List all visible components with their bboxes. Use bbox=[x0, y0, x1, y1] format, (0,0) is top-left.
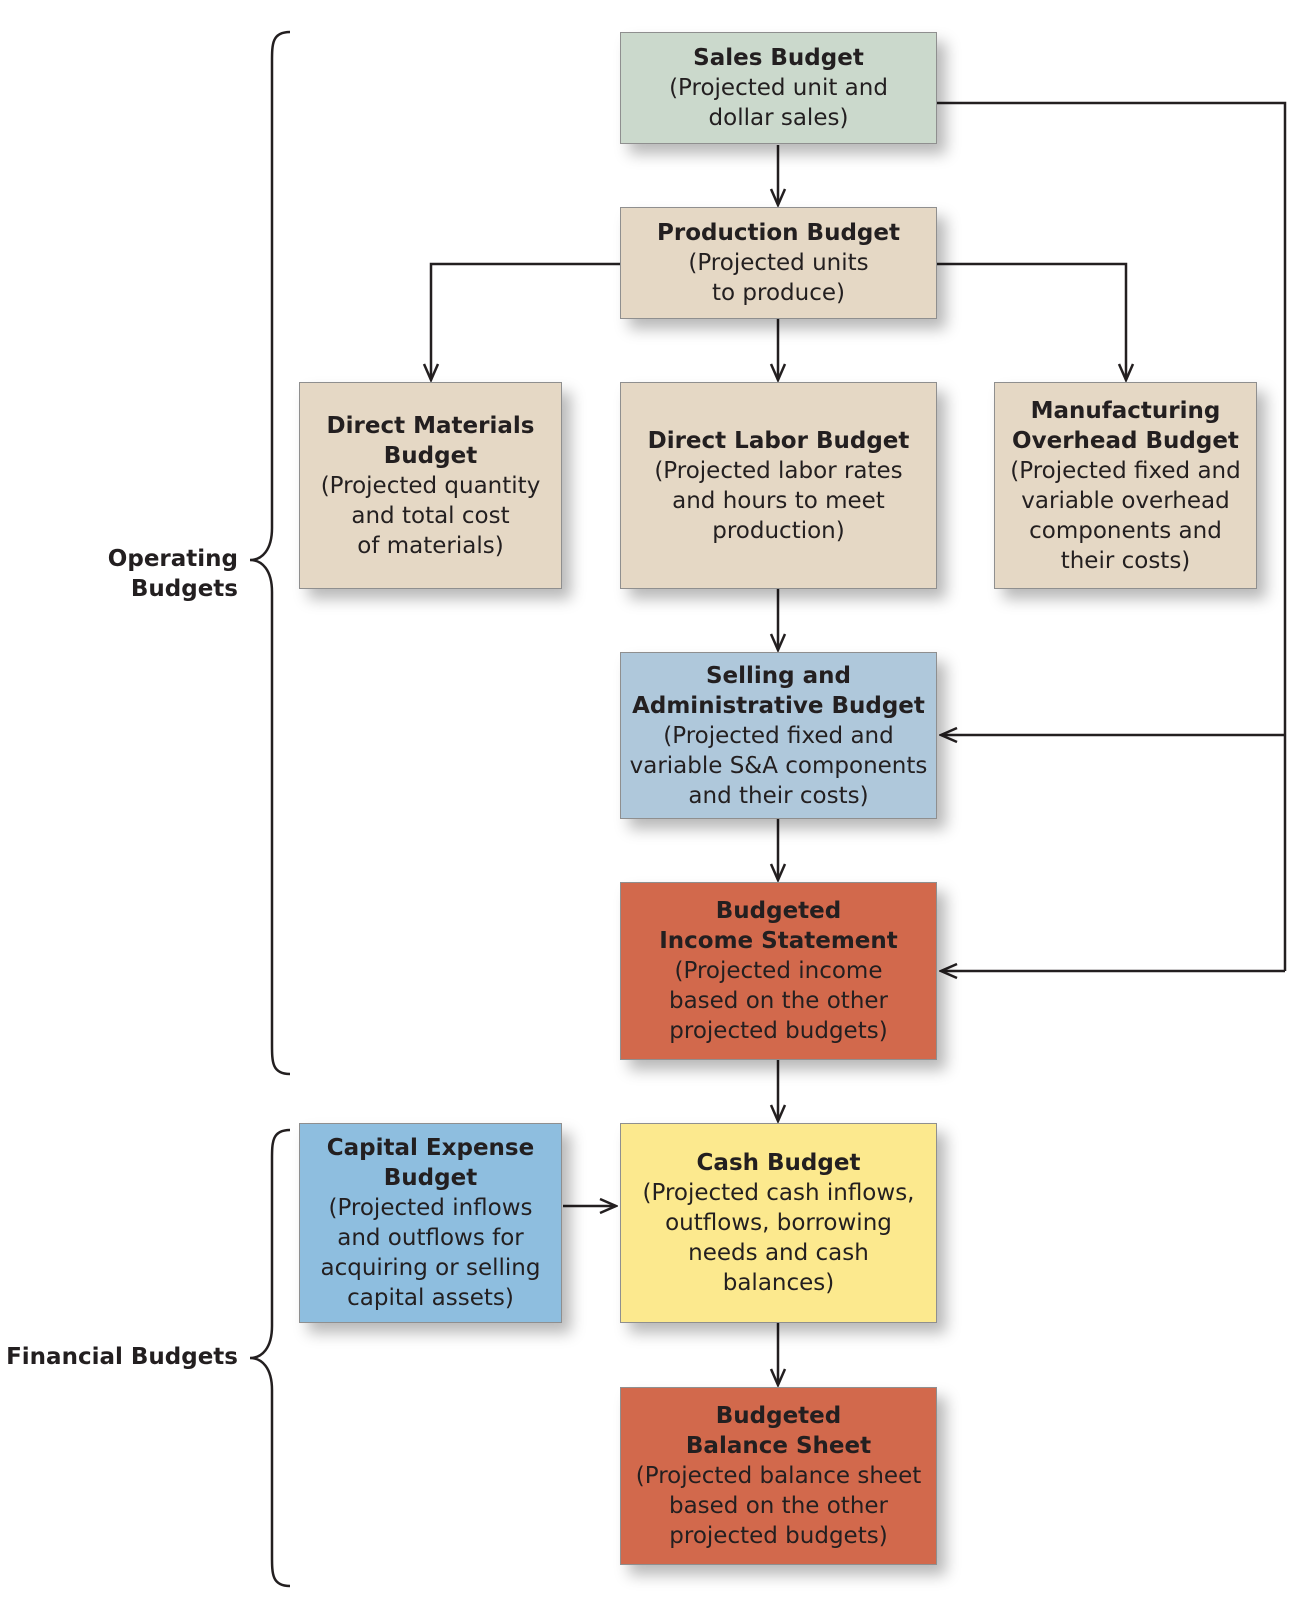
sales-budget-description: (Projected unit and dollar sales) bbox=[669, 75, 888, 131]
capital-expense-budget-title: Capital Expense Budget bbox=[326, 1135, 535, 1191]
cash-budget-description: (Projected cash inflows, outflows, borro… bbox=[642, 1180, 915, 1296]
production-budget-description: (Projected units to produce) bbox=[688, 250, 869, 306]
budgeted-balance-sheet-box: Budgeted Balance Sheet (Projected balanc… bbox=[620, 1387, 937, 1565]
financial-budgets-label: Financial Budgets bbox=[6, 1344, 238, 1370]
selling-admin-budget-description: (Projected fixed and variable S&A compon… bbox=[629, 722, 928, 809]
sales-budget-title: Sales Budget bbox=[693, 45, 864, 71]
line-sales-right-trunk bbox=[937, 101, 1287, 971]
budgeted-income-statement-title: Budgeted Income Statement bbox=[659, 898, 898, 954]
direct-labor-budget-title: Direct Labor Budget bbox=[647, 427, 910, 454]
operating-budgets-brace bbox=[249, 30, 291, 1076]
budgeted-balance-sheet-title: Budgeted Balance Sheet bbox=[685, 1403, 872, 1459]
arrow-production-to-direct-materials bbox=[431, 262, 620, 380]
direct-labor-budget-description: (Projected labor rates and hours to meet… bbox=[654, 457, 903, 544]
manufacturing-overhead-budget-title: Manufacturing Overhead Budget bbox=[1012, 397, 1239, 454]
manufacturing-overhead-budget-description: (Projected fixed and variable overhead c… bbox=[1010, 457, 1241, 574]
financial-budgets-brace bbox=[249, 1128, 291, 1588]
cash-budget-box: Cash Budget (Projected cash inflows, out… bbox=[620, 1123, 937, 1323]
capital-expense-budget-description: (Projected inflows and outflows for acqu… bbox=[320, 1195, 541, 1311]
production-budget-box: Production Budget (Projected units to pr… bbox=[620, 207, 937, 319]
selling-admin-budget-title: Selling and Administrative Budget bbox=[632, 662, 925, 719]
budgeted-income-statement-description: (Projected income based on the other pro… bbox=[668, 958, 889, 1044]
production-budget-title: Production Budget bbox=[657, 220, 900, 246]
direct-materials-budget-description: (Projected quantity and total cost of ma… bbox=[320, 472, 541, 559]
arrow-production-to-overhead bbox=[937, 262, 1126, 380]
manufacturing-overhead-budget-box: Manufacturing Overhead Budget (Projected… bbox=[994, 382, 1257, 589]
selling-admin-budget-box: Selling and Administrative Budget (Proje… bbox=[620, 652, 937, 819]
direct-labor-budget-box: Direct Labor Budget (Projected labor rat… bbox=[620, 382, 937, 589]
capital-expense-budget-box: Capital Expense Budget (Projected inflow… bbox=[299, 1123, 562, 1323]
direct-materials-budget-title: Direct Materials Budget bbox=[326, 412, 535, 469]
sales-budget-box: Sales Budget (Projected unit and dollar … bbox=[620, 32, 937, 144]
operating-budgets-label: Operating Budgets bbox=[107, 546, 238, 602]
direct-materials-budget-box: Direct Materials Budget (Projected quant… bbox=[299, 382, 562, 589]
cash-budget-title: Cash Budget bbox=[696, 1150, 861, 1176]
budgeted-balance-sheet-description: (Projected balance sheet based on the ot… bbox=[635, 1463, 922, 1549]
budgeted-income-statement-box: Budgeted Income Statement (Projected inc… bbox=[620, 882, 937, 1060]
